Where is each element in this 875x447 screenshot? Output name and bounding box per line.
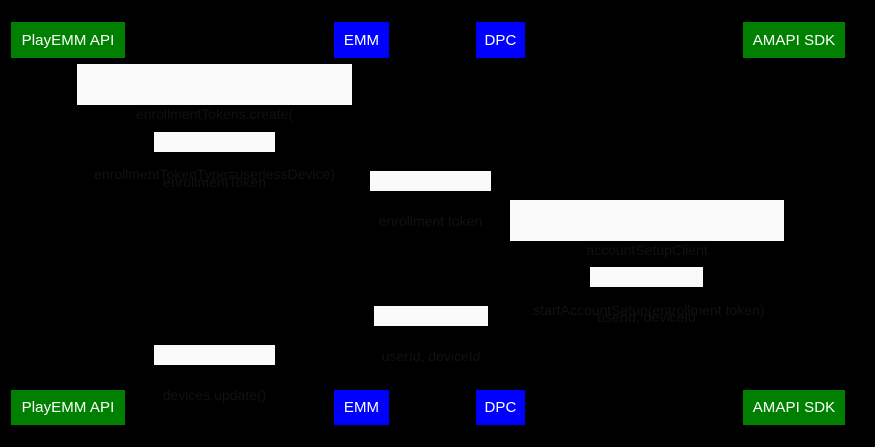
- participant-amapi-sdk-bottom[interactable]: AMAPI SDK: [743, 390, 845, 425]
- message-line-1: devices.update(): [162, 387, 267, 403]
- participant-label: AMAPI SDK: [752, 31, 836, 49]
- arrow-enrollment-token-response: [67, 152, 361, 153]
- participant-playemm-api-bottom[interactable]: PlayEMM API: [11, 390, 125, 425]
- participant-label: AMAPI SDK: [752, 399, 836, 416]
- lifeline-amapi-sdk: [793, 57, 794, 390]
- participant-label: EMM: [343, 399, 380, 416]
- arrow-enrollment-tokens-create: [67, 105, 361, 106]
- participant-emm-bottom[interactable]: EMM: [334, 390, 389, 425]
- lifeline-playemm-api: [67, 57, 68, 390]
- message-line-1: enrollmentTokens.create(: [135, 106, 294, 122]
- participant-label: EMM: [343, 31, 380, 49]
- arrow-devices-update: [67, 365, 361, 366]
- message-line-1: enrollment token: [378, 213, 483, 229]
- message-label-enrollment-token-to-dpc: enrollment token: [370, 171, 491, 229]
- message-label-enrollment-tokens-create: enrollmentTokens.create( enrollmentToken…: [77, 64, 352, 182]
- arrow-userid-deviceid-to-dpc: [500, 287, 793, 288]
- message-label-userid-deviceid-to-emm: userId, deviceId: [374, 306, 488, 364]
- participant-playemm-api-top[interactable]: PlayEMM API: [11, 22, 125, 58]
- arrow-enrollment-token-to-dpc: [361, 191, 500, 192]
- message-line-2: enrollmentTokenType=userlessDevice): [94, 166, 335, 182]
- message-line-1: userId, deviceId: [597, 309, 696, 325]
- participant-emm-top[interactable]: EMM: [334, 22, 389, 58]
- message-line-1: userId, deviceId: [381, 348, 481, 364]
- participant-dpc-bottom[interactable]: DPC: [476, 390, 525, 425]
- participant-label: PlayEMM API: [21, 399, 115, 416]
- message-label-userid-deviceid-to-dpc: userId, deviceId: [590, 267, 703, 325]
- message-label-devices-update: devices.update(): [154, 345, 275, 403]
- message-line-1: accountSetupClient: [586, 242, 708, 258]
- message-line-2: .startAccountSetup(entrollment token): [529, 302, 765, 318]
- participant-dpc-top[interactable]: DPC: [476, 22, 525, 58]
- message-label-start-account-setup: accountSetupClient .startAccountSetup(en…: [510, 200, 784, 318]
- participant-label: DPC: [484, 31, 517, 49]
- arrow-userid-deviceid-to-emm: [361, 326, 500, 327]
- message-line-1: enrollmentToken: [163, 174, 266, 190]
- participant-label: DPC: [484, 399, 517, 416]
- participant-label: PlayEMM API: [21, 31, 115, 49]
- lifeline-dpc: [500, 57, 501, 390]
- message-label-enrollment-token-response: enrollmentToken: [154, 132, 275, 190]
- lifeline-emm: [361, 57, 362, 390]
- participant-amapi-sdk-top[interactable]: AMAPI SDK: [743, 22, 845, 58]
